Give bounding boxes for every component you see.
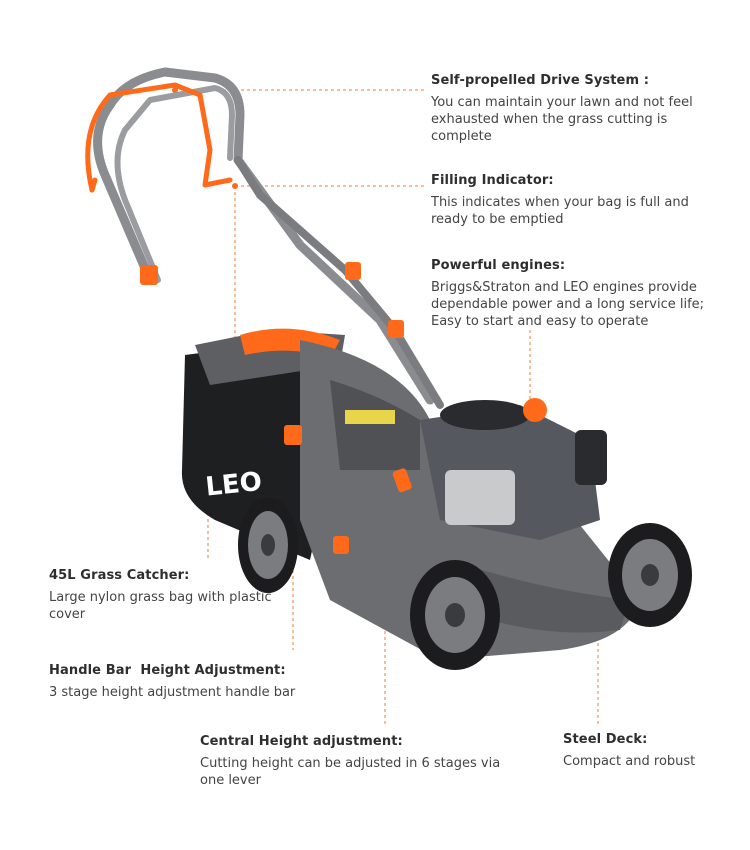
grass-catcher: LEO	[181, 328, 345, 560]
wheel-front-right	[608, 523, 692, 627]
callout-handle-bar-adjustment: Handle Bar Height Adjustment: 3 stage he…	[49, 663, 349, 701]
callout-description: Large nylon grass bag with plastic cover	[49, 590, 272, 622]
callout-grass-catcher: 45L Grass Catcher: Large nylon grass bag…	[49, 568, 279, 623]
wheel-rear-left	[238, 497, 298, 593]
callout-title: Handle Bar Height Adjustment:	[49, 663, 286, 678]
callout-central-height-adjustment: Central Height adjustment: Cutting heigh…	[200, 734, 520, 789]
brand-logo: LEO	[204, 467, 263, 503]
callout-title: Filling Indicator:	[431, 173, 554, 188]
callout-title: Central Height adjustment:	[200, 734, 403, 749]
callout-title: Powerful engines:	[431, 258, 566, 273]
callout-title: 45L Grass Catcher:	[49, 568, 190, 583]
wheel-front-left	[410, 560, 500, 670]
callout-steel-deck: Steel Deck: Compact and robust	[563, 732, 743, 770]
callout-description: Compact and robust	[563, 754, 696, 769]
leader-line-filling	[234, 185, 425, 355]
callout-powerful-engines: Powerful engines: Briggs&Straton and LEO…	[431, 258, 736, 330]
callout-title: Steel Deck:	[563, 732, 648, 747]
callout-description: You can maintain your lawn and not feel …	[431, 95, 693, 144]
callout-title: Self-propelled Drive System :	[431, 73, 650, 88]
callout-description: Briggs&Straton and LEO engines provide d…	[431, 280, 705, 329]
height-levers	[284, 425, 349, 554]
callout-description: This indicates when your bag is full and…	[431, 195, 689, 227]
handle-knobs	[140, 262, 404, 338]
callout-drive-system: Self-propelled Drive System : You can ma…	[431, 73, 731, 145]
callout-description: 3 stage height adjustment handle bar	[49, 685, 296, 700]
engine	[392, 398, 607, 540]
callout-description: Cutting height can be adjusted in 6 stag…	[200, 756, 501, 788]
callout-filling-indicator: Filling Indicator: This indicates when y…	[431, 173, 721, 228]
